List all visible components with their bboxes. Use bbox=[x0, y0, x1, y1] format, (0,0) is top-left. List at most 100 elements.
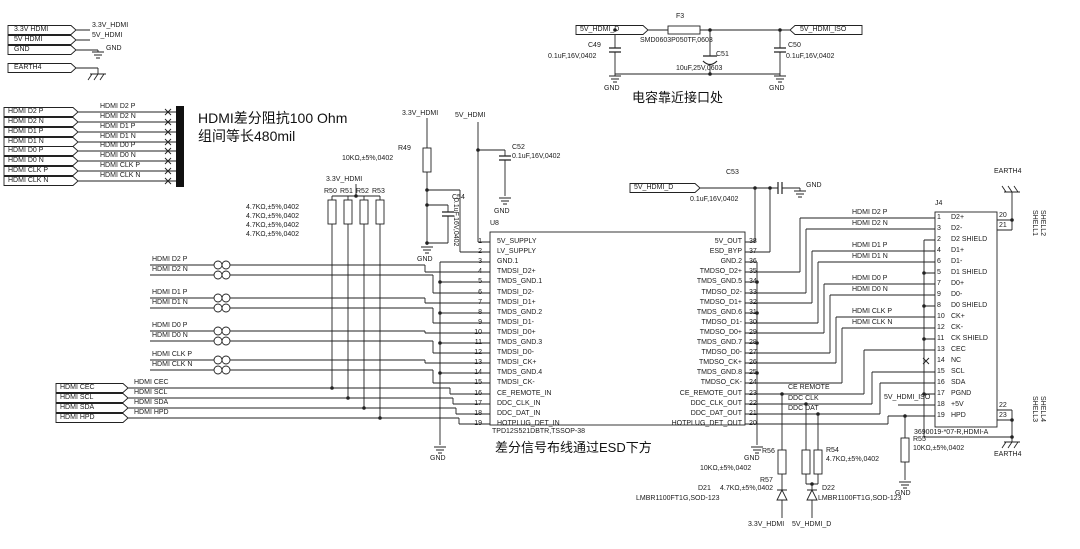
value-r56: 10KΩ,±5%,0402 bbox=[700, 465, 752, 472]
u8-left-pin-name-9: TMDSI_D0+ bbox=[497, 328, 536, 336]
ferrite-bead-icon bbox=[213, 293, 223, 303]
net-label-3v3: 3.3V_HDMI bbox=[748, 521, 785, 528]
ferrite-bead-icon bbox=[221, 303, 231, 313]
j4-pin-num-18: 19 bbox=[937, 412, 945, 419]
resistor-r56 bbox=[777, 449, 787, 475]
part-j4: 3690019-*07-R,HDMI-A bbox=[914, 429, 989, 436]
u8-left-pin-name-11: TMDSI_D0- bbox=[497, 349, 534, 357]
net-label-3v3: 3.3V_HDMI bbox=[326, 176, 363, 183]
u8-right-pin-num-18: 20 bbox=[749, 419, 757, 427]
net-label: HDMI D0 N bbox=[852, 286, 888, 293]
net-label: HDMI SDA bbox=[134, 399, 169, 406]
note-impedance-1: HDMI差分阻抗100 Ohm bbox=[198, 110, 348, 126]
port-earth4: EARTH4 bbox=[14, 64, 42, 71]
port-hdmi-hpd: HDMI HPD bbox=[60, 414, 95, 421]
u8-right-pin-num-4: 34 bbox=[749, 278, 757, 286]
u8-right-pin-num-8: 30 bbox=[749, 318, 757, 326]
port-hdmi-sda: HDMI SDA bbox=[60, 404, 95, 411]
u8-right-pin-num-7: 31 bbox=[749, 308, 757, 316]
value-pullup-1: 4.7KΩ,±5%,0402 bbox=[246, 213, 300, 220]
ferrite-bead-icon bbox=[221, 260, 231, 270]
j4-shell4-label: SHELL4 bbox=[1039, 396, 1046, 423]
net-label-earth4: EARTH4 bbox=[994, 168, 1022, 175]
net-label: HDMI D2 N bbox=[100, 113, 136, 120]
u8-right-pin-num-9: 29 bbox=[749, 328, 757, 336]
net-label-gnd: GND bbox=[494, 208, 510, 215]
u8-left-pin-num-6: 7 bbox=[478, 298, 482, 306]
j4-pin-name-7: D0- bbox=[951, 291, 963, 298]
u8-right-pin-name-13: TMDS_GND.8 bbox=[696, 369, 742, 377]
u8-right-pin-name-2: GND.2 bbox=[720, 258, 742, 266]
u8-right-pin-name-3: TMDSO_D2+ bbox=[699, 268, 742, 276]
u8-right-pin-num-6: 32 bbox=[749, 298, 757, 306]
u8-left-pin-num-2: 3 bbox=[478, 258, 482, 266]
net-label-gnd: GND bbox=[417, 256, 433, 263]
u8-left-pin-num-11: 12 bbox=[474, 349, 482, 357]
j4-pin-num-3: 4 bbox=[937, 247, 941, 254]
u8-left-pin-name-16: DDC_CLK_IN bbox=[497, 399, 541, 407]
port-hdmi-clkp: HDMI CLK P bbox=[8, 167, 49, 174]
j4-pin-name-9: CK+ bbox=[951, 313, 965, 320]
u8-right-pin-name-16: DDC_CLK_OUT bbox=[690, 399, 742, 407]
u8-left-pin-num-15: 16 bbox=[474, 389, 482, 397]
u8-left-pin-name-15: CE_REMOTE_IN bbox=[497, 389, 552, 397]
net-label: HDMI D1 P bbox=[152, 289, 188, 296]
u8-left-pin-name-3: TMDSI_D2+ bbox=[497, 268, 536, 276]
ref-d22: D22 bbox=[822, 485, 835, 492]
net-label-5v: 5V_HDMI bbox=[455, 112, 486, 119]
j4-shell-pin-21: 21 bbox=[999, 222, 1007, 229]
resistor-r55 bbox=[900, 437, 910, 463]
j4-pin-num-7: 9 bbox=[937, 291, 941, 298]
net-label: HDMI D0 N bbox=[152, 332, 188, 339]
j4-pin-num-5: 5 bbox=[937, 269, 941, 276]
j4-pin-num-0: 1 bbox=[937, 214, 941, 221]
u8-right-pin-num-3: 35 bbox=[749, 268, 757, 276]
j4-pin-name-5: D1 SHIELD bbox=[951, 269, 988, 276]
j4-pin-num-16: 17 bbox=[937, 390, 945, 397]
net-label: HDMI D2 P bbox=[152, 256, 188, 263]
u8-left-pin-num-13: 14 bbox=[474, 369, 482, 377]
port-hdmi-cec: HDMI CEC bbox=[60, 384, 95, 391]
j4-pin-num-2: 2 bbox=[937, 236, 941, 243]
j4-pin-name-3: D1+ bbox=[951, 247, 965, 254]
ferrite-bead-icon bbox=[213, 326, 223, 336]
u8-right-pin-name-12: TMDSO_CK+ bbox=[699, 359, 742, 367]
net-label: HDMI CLK N bbox=[152, 361, 193, 368]
u8-left-pin-name-1: LV_SUPPLY bbox=[497, 248, 537, 256]
u8-left-pin-num-4: 5 bbox=[478, 278, 482, 286]
net-label-5v-iso: 5V_HDMI_ISO bbox=[884, 394, 931, 401]
hdmi-bus-bar bbox=[176, 106, 184, 187]
u8-left-pin-num-3: 4 bbox=[478, 268, 482, 276]
u8-right-pin-num-11: 27 bbox=[749, 349, 757, 357]
ferrite-bead-icon bbox=[221, 326, 231, 336]
ref-c49: C49 bbox=[588, 42, 601, 49]
u8-left-pin-num-0: 1 bbox=[478, 238, 482, 245]
ref-u8: U8 bbox=[490, 220, 499, 227]
u8-left-pin-num-18: 19 bbox=[474, 419, 482, 427]
junction-dots bbox=[330, 28, 1014, 486]
note-cap-placement: 电容靠近接口处 bbox=[632, 90, 724, 105]
j4-pin-name-8: D0 SHIELD bbox=[951, 302, 988, 309]
j4-body bbox=[934, 211, 998, 428]
resistor-r49 bbox=[422, 147, 432, 173]
j4-pin-name-1: D2- bbox=[951, 225, 963, 232]
u8-right-pin-num-14: 24 bbox=[749, 379, 757, 387]
net-label: HDMI D2 P bbox=[100, 103, 136, 110]
j4-pin-name-17: +5V bbox=[951, 401, 964, 408]
value-pullup-3: 4.7KΩ,±5%,0402 bbox=[246, 231, 300, 238]
ref-c51: C51 bbox=[716, 51, 729, 58]
u8-right-pin-num-2: 36 bbox=[749, 258, 757, 266]
net-label-gnd: GND bbox=[604, 85, 620, 92]
value-c52: 0.1uF,16V,0402 bbox=[512, 153, 561, 160]
net-label-gnd: GND bbox=[769, 85, 785, 92]
net-flags-mid bbox=[575, 25, 863, 193]
wires bbox=[76, 29, 1020, 518]
net-label-gnd: GND bbox=[744, 455, 760, 462]
value-r54: 4.7KΩ,±5%,0402 bbox=[826, 456, 880, 463]
ref-r49: R49 bbox=[398, 145, 411, 152]
j4-pin-num-17: 18 bbox=[937, 401, 945, 408]
u8-left-pin-name-10: TMDS_GND.3 bbox=[497, 339, 543, 346]
net-label: HDMI CLK P bbox=[100, 162, 141, 169]
